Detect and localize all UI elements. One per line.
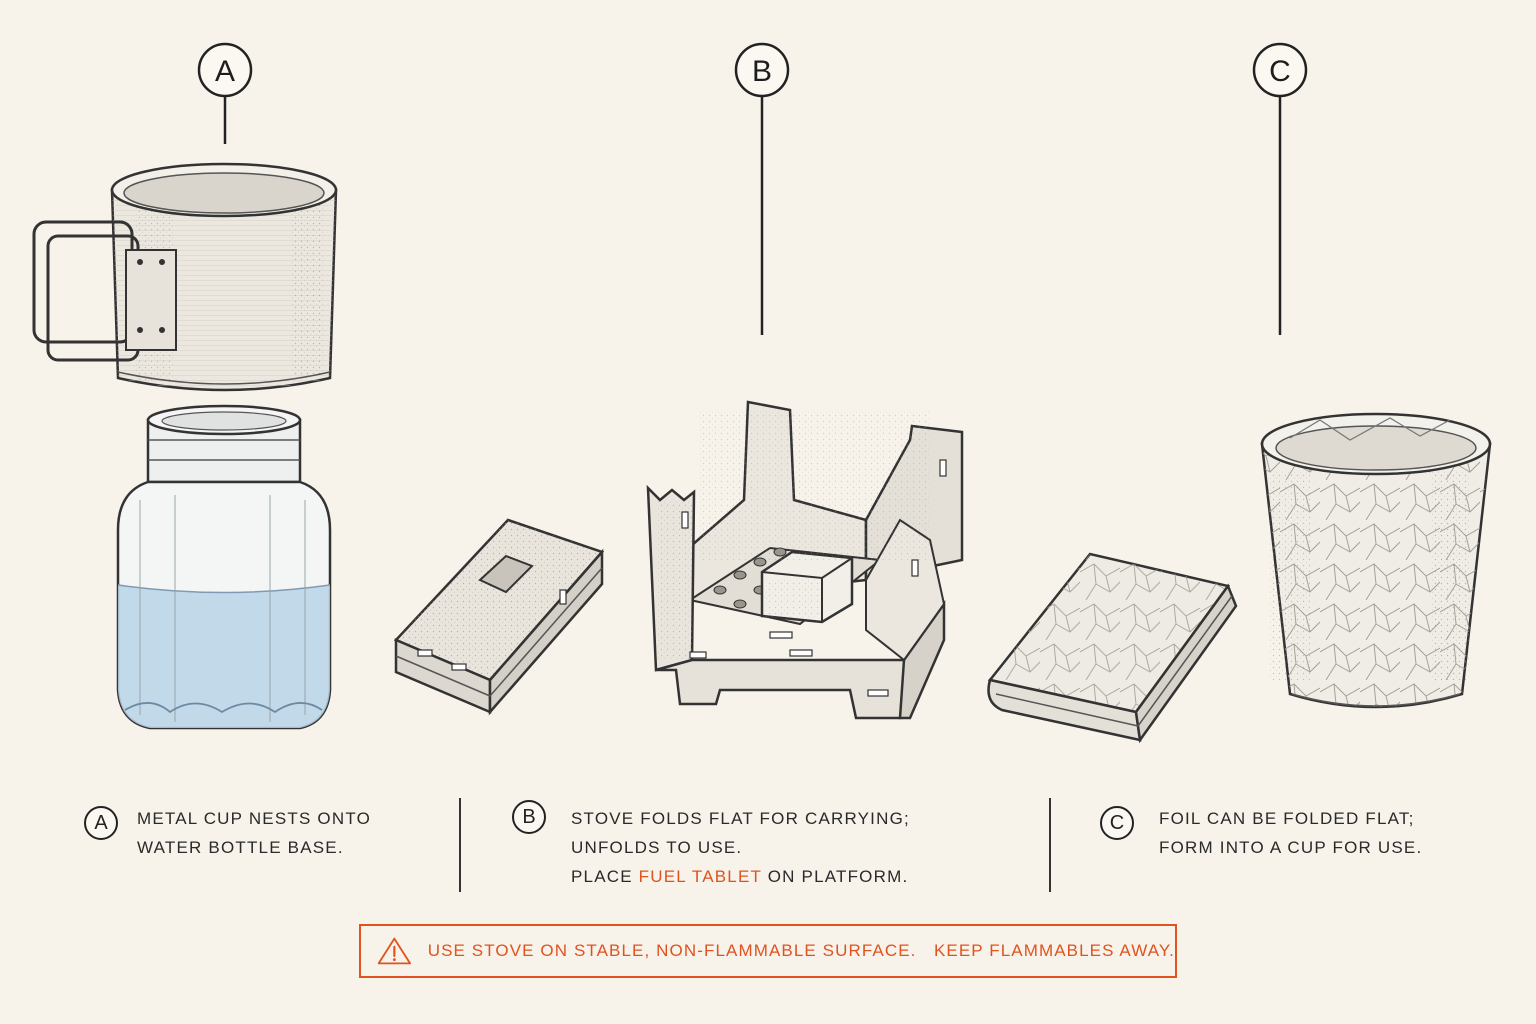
foil-cup-icon [1260, 412, 1492, 709]
callout-b: B [734, 42, 790, 335]
fuel-tablet-icon [760, 550, 854, 624]
caption-b-line-1: STOVE FOLDS FLAT FOR CARRYING; [571, 809, 910, 828]
caption-b-line-2: UNFOLDS TO USE. [571, 838, 743, 857]
callout-b-letter: B [752, 55, 772, 88]
caption-a-line-2: WATER BOTTLE BASE. [137, 838, 344, 857]
caption-c-line-2: FORM INTO A CUP FOR USE. [1159, 838, 1423, 857]
caption-c-line-1: FOIL CAN BE FOLDED FLAT; [1159, 809, 1415, 828]
safety-warning-text: USE STOVE ON STABLE, NON-FLAMMABLE SURFA… [427, 941, 1175, 960]
caption-a-badge: A [84, 806, 118, 840]
water-bottle-icon [116, 404, 332, 730]
safety-warning-banner: USE STOVE ON STABLE, NON-FLAMMABLE SURFA… [359, 924, 1177, 978]
caption-a: METAL CUP NESTS ONTO WATER BOTTLE BASE. [137, 804, 371, 862]
fuel-tablet-highlight: FUEL TABLET [638, 867, 762, 886]
folded-stove-icon [393, 518, 605, 716]
folded-foil-icon [987, 552, 1238, 744]
caption-b-badge: B [512, 800, 546, 834]
caption-b-line-3-post: ON PLATFORM. [761, 867, 909, 886]
caption-c-badge: C [1100, 806, 1134, 840]
caption-c: FOIL CAN BE FOLDED FLAT; FORM INTO A CUP… [1159, 804, 1422, 862]
caption-b-line-3-pre: PLACE [571, 867, 639, 886]
callout-c: C [1252, 42, 1308, 335]
caption-a-line-1: METAL CUP NESTS ONTO [137, 809, 372, 828]
warning-triangle-icon [377, 937, 411, 965]
metal-cup-icon [32, 162, 338, 392]
open-stove-icon [646, 400, 964, 720]
callout-a: A [197, 42, 253, 144]
callout-c-letter: C [1269, 55, 1291, 88]
caption-divider-1 [459, 798, 461, 892]
caption-b: STOVE FOLDS FLAT FOR CARRYING; UNFOLDS T… [571, 804, 910, 891]
callout-a-letter: A [215, 55, 235, 88]
caption-divider-2 [1049, 798, 1051, 892]
caption-b-line-3: PLACE FUEL TABLET ON PLATFORM. [571, 862, 910, 891]
